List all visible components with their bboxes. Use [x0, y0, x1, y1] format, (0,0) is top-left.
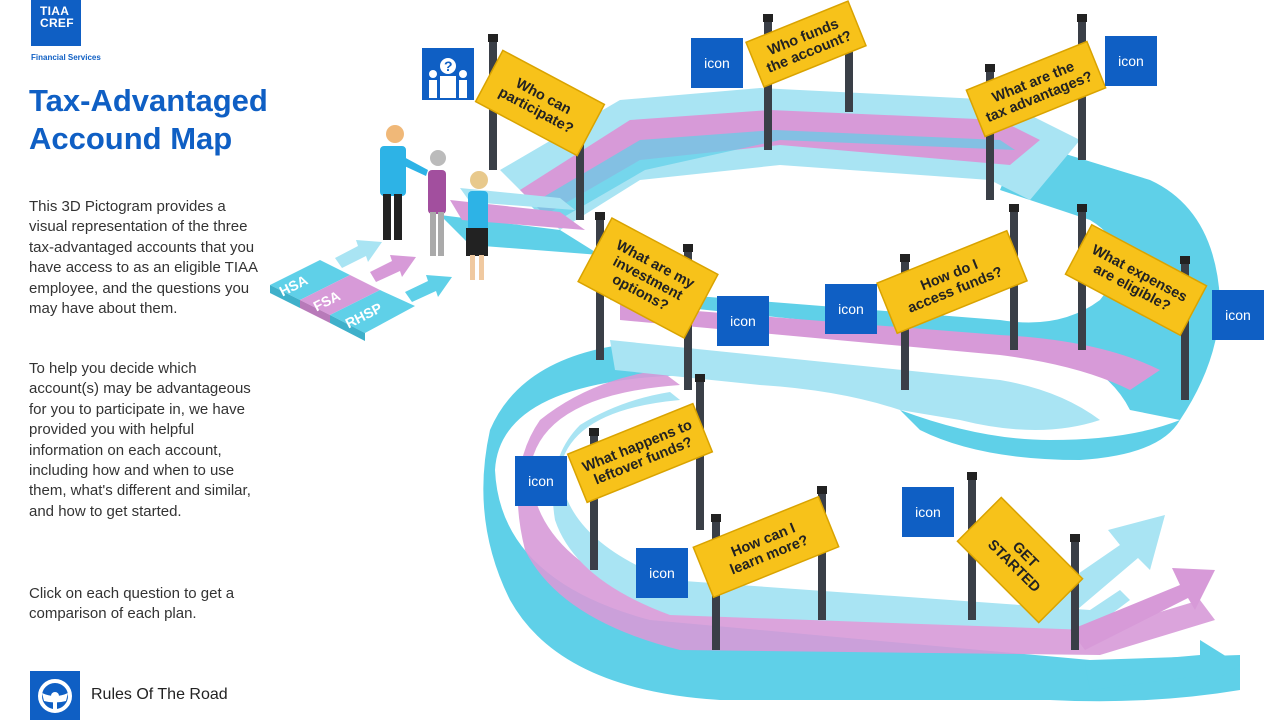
icon-box-label: icon — [915, 504, 941, 520]
sign-post-cap — [695, 374, 705, 382]
sign-post — [1071, 540, 1079, 650]
icon-box-label: icon — [704, 55, 730, 71]
account-tiles: HSA FSA RHSP — [270, 240, 452, 341]
sign-post-cap — [967, 472, 977, 480]
placeholder-icon[interactable]: icon — [902, 487, 954, 537]
sign-post-cap — [900, 254, 910, 262]
sign-post-cap — [683, 244, 693, 252]
sign-post-cap — [595, 212, 605, 220]
icon-box-label: icon — [649, 565, 675, 581]
sign-post-cap — [1009, 204, 1019, 212]
people-question-icon[interactable]: ? — [422, 48, 474, 100]
sign-post-cap — [763, 14, 773, 22]
sign-post-cap — [817, 486, 827, 494]
icon-box-label: icon — [528, 473, 554, 489]
sign-post-cap — [1077, 204, 1087, 212]
placeholder-icon[interactable]: icon — [717, 296, 769, 346]
placeholder-icon[interactable]: icon — [691, 38, 743, 88]
sign-post-cap — [985, 64, 995, 72]
sign-post-cap — [488, 34, 498, 42]
placeholder-icon[interactable]: icon — [825, 284, 877, 334]
sign-post-cap — [711, 514, 721, 522]
icon-box-label: icon — [730, 313, 756, 329]
sign-post-cap — [1070, 534, 1080, 542]
placeholder-icon[interactable]: icon — [1105, 36, 1157, 86]
placeholder-icon[interactable]: icon — [1212, 290, 1264, 340]
sign-post-cap — [1180, 256, 1190, 264]
sign-post-cap — [589, 428, 599, 436]
icon-box-label: icon — [1225, 307, 1251, 323]
placeholder-icon[interactable]: icon — [636, 548, 688, 598]
sign-post-cap — [1077, 14, 1087, 22]
icon-box-label: icon — [1118, 53, 1144, 69]
icon-box-label: icon — [838, 301, 864, 317]
svg-text:?: ? — [444, 58, 453, 74]
placeholder-icon[interactable]: icon — [515, 456, 567, 506]
